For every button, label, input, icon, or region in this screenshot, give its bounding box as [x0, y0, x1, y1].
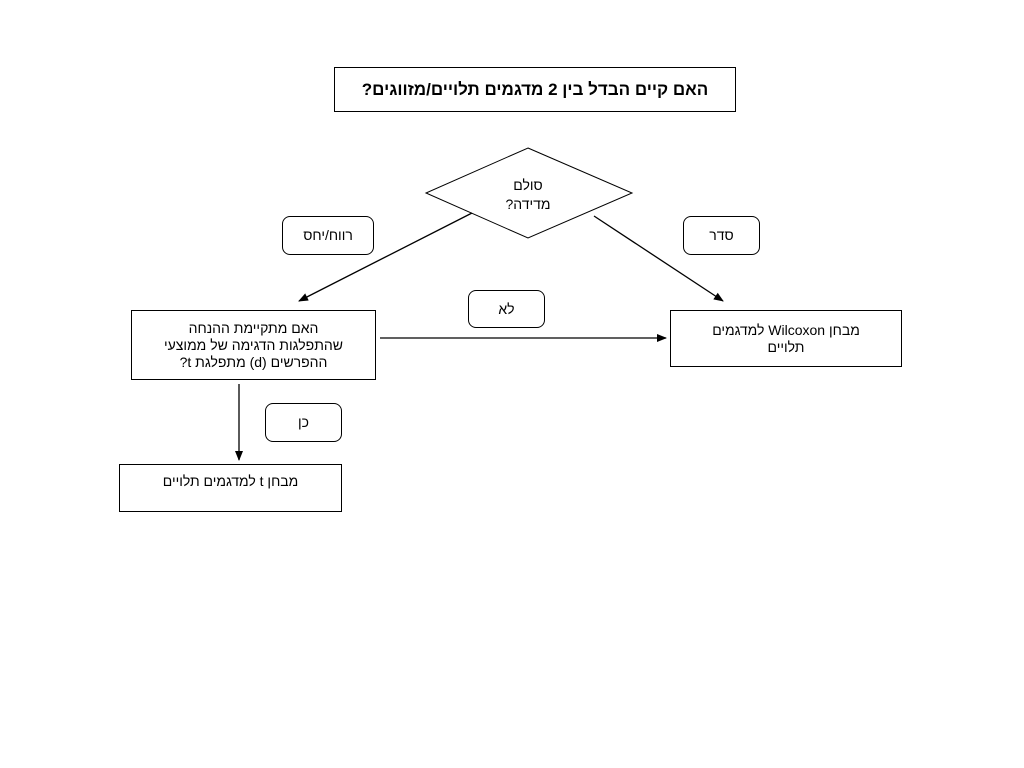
assumption-question-line1: האם מתקיימת ההנחה — [188, 319, 319, 336]
decision-label-line1: סולם — [513, 177, 543, 193]
branch-label-interval-ratio: רווח/יחס — [282, 216, 374, 255]
diagram-title: האם קיים הבדל בין 2 מדגמים תלויים/מזווגי… — [334, 67, 736, 112]
wilcoxon-test-box: מבחן Wilcoxon למדגמים תלויים — [670, 310, 902, 367]
branch-label-no: לא — [468, 290, 545, 328]
arrow-to-wilcoxon-box — [593, 215, 724, 302]
branch-label-yes: כן — [265, 403, 342, 442]
assumption-question-box: האם מתקיימת ההנחה שהתפלגות הדגימה של ממו… — [131, 310, 376, 380]
assumption-question-line3: ההפרשים (d) מתפלגת t? — [179, 353, 328, 370]
t-test-box: מבחן t למדגמים תלויים — [119, 464, 342, 512]
assumption-question-line2: שהתפלגות הדגימה של ממוצעי — [164, 336, 343, 353]
decision-diamond — [424, 147, 634, 239]
wilcoxon-test-line2: תלויים — [767, 338, 805, 355]
branch-label-ordinal: סדר — [683, 216, 760, 255]
arrow-to-question-box — [298, 212, 473, 302]
wilcoxon-test-line1: מבחן Wilcoxon למדגמים — [712, 321, 860, 338]
decision-label: סולם מדידה? — [478, 176, 578, 214]
decision-label-line2: מדידה? — [505, 196, 551, 212]
